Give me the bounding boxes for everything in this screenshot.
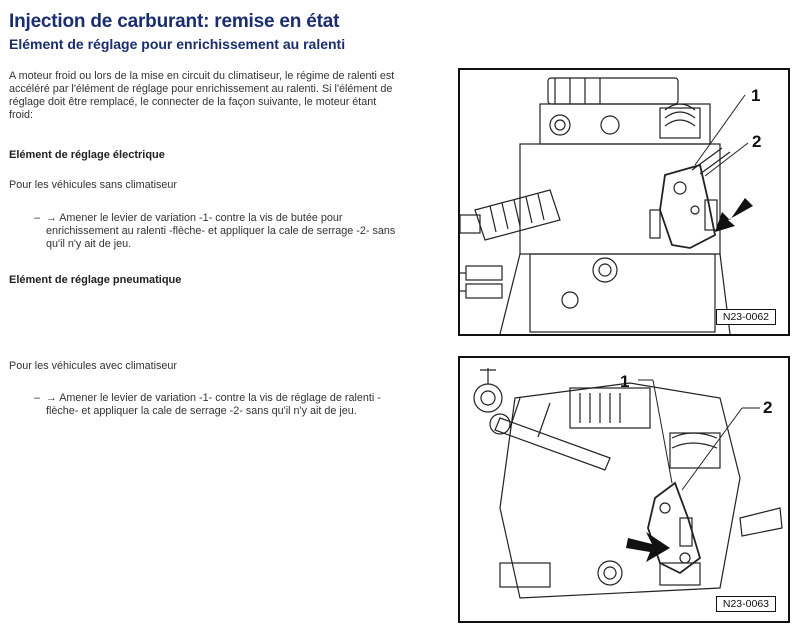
injection-pump-drawing xyxy=(473,368,783,599)
page-title: Injection de carburant: remise en état xyxy=(9,11,340,32)
step-electric-line-3: qu'il n'y ait de jeu. xyxy=(46,238,132,250)
page-subtitle: Elément de réglage pour enrichissement a… xyxy=(9,36,346,52)
intro-line-4: froid: xyxy=(9,109,34,121)
callout-2: 2 xyxy=(752,132,762,151)
callout-2: 2 xyxy=(763,398,773,417)
step-pneumatic-line-1: → Amener le levier de variation -1- cont… xyxy=(46,392,381,404)
step-electric-line-2: enrichissement au ralenti -flèche- et ap… xyxy=(46,225,396,237)
heading-pneumatic: Elément de réglage pneumatique xyxy=(9,274,182,286)
callout-1: 1 xyxy=(620,372,630,391)
intro-line-2: accéléré par l'élément de réglage pour e… xyxy=(9,83,393,95)
step-dash: – xyxy=(34,212,41,224)
figure-pneumatic-actuator: 1 2 N23-0063 xyxy=(458,356,790,623)
step-electric-line-1: → Amener le levier de variation -1- cont… xyxy=(46,212,343,224)
injection-pump-drawing xyxy=(460,77,753,334)
intro-line-1: A moteur froid ou lors de la mise en cir… xyxy=(9,70,395,82)
figure-code: N23-0063 xyxy=(715,596,776,612)
figure-code: N23-0062 xyxy=(715,309,776,325)
step-pneumatic-line-2: flèche- et appliquer la cale de serrage … xyxy=(46,405,357,417)
step-electric: – → Amener le levier de variation -1- co… xyxy=(34,212,444,254)
callout-1: 1 xyxy=(751,86,761,105)
step-pneumatic: – → Amener le levier de variation -1- co… xyxy=(34,392,444,422)
heading-electric: Elément de réglage électrique xyxy=(9,149,165,161)
condition-without-ac: Pour les véhicules sans climatiseur xyxy=(9,179,178,191)
figure-electric-actuator: 1 2 N23-0062 xyxy=(458,68,790,336)
condition-with-ac: Pour les véhicules avec climatiseur xyxy=(9,360,178,372)
intro-line-3: réglage doit être remplacé, le connecter… xyxy=(9,96,377,108)
step-dash: – xyxy=(34,392,41,404)
